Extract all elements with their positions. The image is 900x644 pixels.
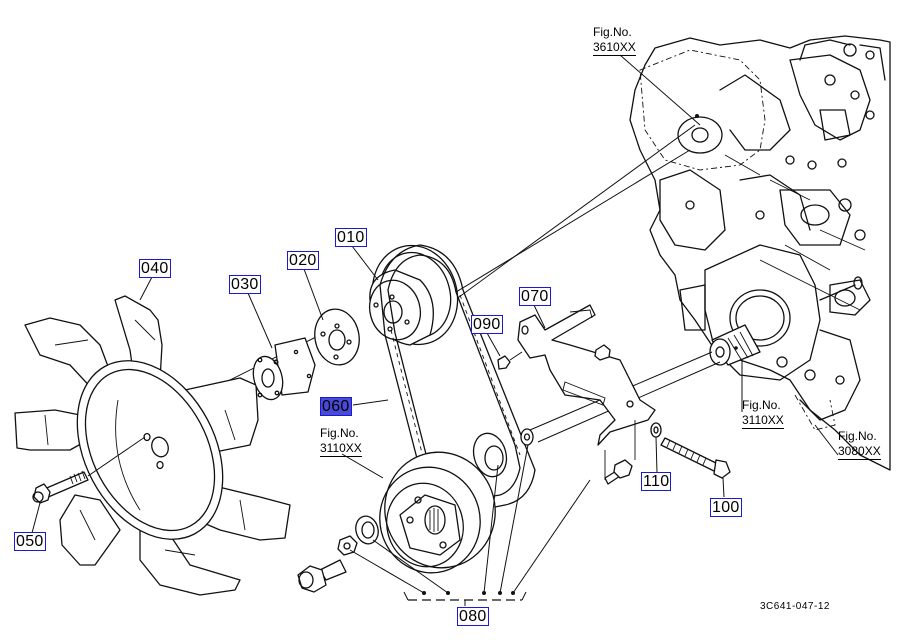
- figure-ref-3110xx-left[interactable]: Fig.No. 3110XX: [320, 426, 362, 457]
- figure-ref-number: 3110XX: [320, 441, 362, 457]
- leader-lines: [31, 54, 839, 606]
- callout-050[interactable]: 050: [14, 532, 46, 551]
- figure-ref-number: 3110XX: [742, 413, 784, 429]
- figure-ref-3110xx-right[interactable]: Fig.No. 3110XX: [742, 398, 784, 429]
- fan-bolt-drawing: [32, 436, 146, 504]
- figure-ref-number: 3080XX: [838, 444, 881, 460]
- fan-belt-drawing: [379, 244, 536, 511]
- spacer-plate-drawing: [314, 308, 360, 366]
- fan-spacer-drawing: [252, 337, 316, 401]
- callout-100[interactable]: 100: [710, 498, 742, 517]
- callout-070[interactable]: 070: [519, 287, 551, 306]
- crank-pulley-drawing: [297, 428, 534, 593]
- callout-010[interactable]: 010: [335, 228, 367, 247]
- callout-020[interactable]: 020: [287, 251, 319, 270]
- callout-030[interactable]: 030: [229, 275, 261, 294]
- figure-ref-3080xx[interactable]: Fig.No. 3080XX: [838, 429, 881, 460]
- figure-ref-caption: Fig.No.: [838, 429, 877, 443]
- washer-bolt-drawing: [650, 422, 731, 479]
- bracket-drawing: [497, 304, 656, 485]
- engine-block: [629, 35, 891, 471]
- figure-ref-caption: Fig.No.: [742, 398, 781, 412]
- cooling-fan-drawing: [14, 295, 291, 596]
- callout-080[interactable]: 080: [457, 607, 489, 626]
- figure-ref-number: 3610XX: [593, 40, 636, 56]
- figure-ref-3610xx[interactable]: Fig.No. 3610XX: [593, 25, 636, 56]
- callout-040[interactable]: 040: [139, 259, 171, 278]
- figure-ref-caption: Fig.No.: [320, 426, 359, 440]
- callout-110[interactable]: 110: [641, 472, 672, 491]
- figure-ref-caption: Fig.No.: [593, 25, 632, 39]
- drawing-number: 3C641-047-12: [760, 601, 830, 612]
- callout-090[interactable]: 090: [471, 315, 503, 334]
- fan-pulley-drawing: [368, 244, 459, 346]
- callout-060[interactable]: 060: [320, 397, 352, 416]
